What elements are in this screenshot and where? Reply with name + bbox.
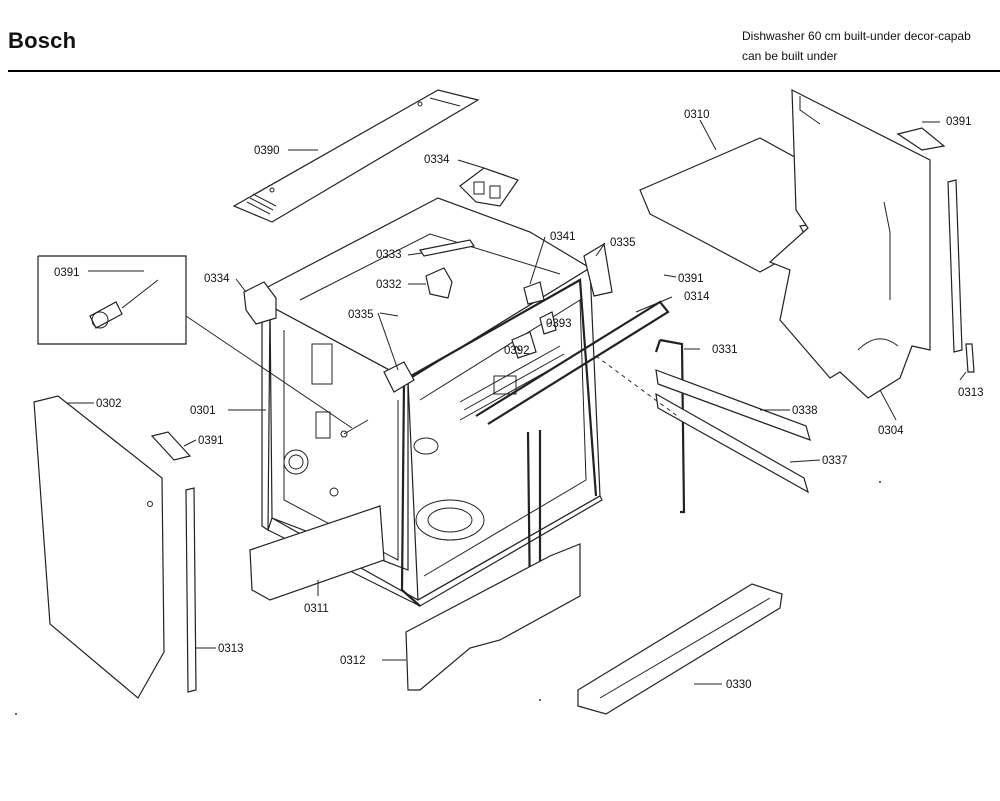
page-header: Bosch Dishwasher 60 cm built-under decor… [0,0,1000,74]
main-tub-body [261,197,603,607]
header-divider [8,70,1000,72]
description-line-2: can be built under [742,49,838,63]
label-0335-right: 0335 [610,237,636,249]
part-0341-clip [523,281,545,305]
label-0391-panel: 0391 [198,435,224,447]
speck-mark [15,713,17,715]
label-0390: 0390 [254,145,280,157]
part-0391-clip-panel [150,431,192,461]
part-0335-hinge-right [583,243,613,297]
detail-box-0391-screw [37,255,187,345]
label-0301: 0301 [190,405,216,417]
part-0304-side-panel [768,89,931,399]
label-0332: 0332 [376,279,402,291]
part-0391-clip-top-right [896,127,946,151]
part-0302-front-panel [33,395,165,699]
part-0337-rail [655,392,809,494]
label-0393: 0393 [546,318,572,330]
label-0333: 0333 [376,249,402,261]
part-labels: 0390 0334 0310 0391 0333 0341 0335 0391 … [54,109,984,691]
label-0304: 0304 [878,425,904,437]
label-0337: 0337 [822,455,848,467]
part-0313-strip-right [947,179,975,373]
part-0311-plinth [249,505,385,601]
brand-name: Bosch [8,28,77,53]
label-0311: 0311 [304,603,329,615]
part-0390-top-plate [232,89,480,223]
label-0302: 0302 [96,398,122,410]
label-0334-top: 0334 [424,154,450,166]
label-0335-left: 0335 [348,309,374,321]
part-0334-bracket-top [459,167,519,207]
part-0332-latch [425,267,453,299]
part-0331-seal [654,338,686,514]
label-0330: 0330 [726,679,752,691]
part-0393-part [539,311,557,335]
speck-mark [879,481,881,483]
part-0330-base-tray [577,583,783,715]
label-0341: 0341 [550,231,576,243]
label-0391-top-right: 0391 [946,116,972,128]
label-0334-left: 0334 [204,273,230,285]
label-0312: 0312 [340,655,366,667]
leader-detail-to-screw [185,315,353,429]
label-0313-right: 0313 [958,387,984,399]
part-0312-lower-cover [405,543,581,691]
part-0313-strip-left [185,487,197,693]
screw-0391-on-tub [340,419,369,438]
model-description: Dishwasher 60 cm built-under decor-capab… [742,26,971,66]
label-0310: 0310 [684,109,710,121]
label-0338: 0338 [792,405,818,417]
label-0391-detail: 0391 [54,267,80,279]
part-0334-bracket-left [243,281,277,325]
label-0391-right: 0391 [678,273,704,285]
part-0392-part [511,331,537,359]
alignment-line [595,355,681,419]
label-0313-left: 0313 [218,643,244,655]
label-0331: 0331 [712,344,738,356]
leader-lines [66,119,967,685]
label-0314: 0314 [684,291,710,303]
speck-mark [539,699,541,701]
part-0333-strip [419,239,475,257]
label-0392: 0392 [504,345,530,357]
part-0338-rail [655,369,811,441]
description-line-1: Dishwasher 60 cm built-under decor-capab [742,29,971,43]
part-0335-hinge-left [383,361,415,393]
